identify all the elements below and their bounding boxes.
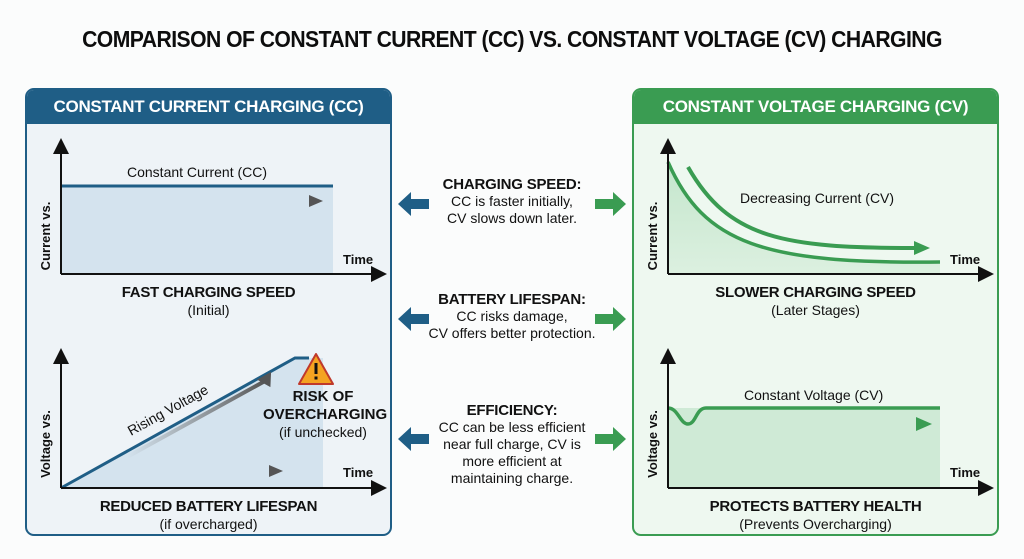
comparison-line: CC risks damage, xyxy=(456,308,568,324)
cv-voltage-curve-label: Constant Voltage (CV) xyxy=(744,387,883,403)
risk-of-overcharging: RISK OF OVERCHARGING (if unchecked) xyxy=(263,388,388,440)
cv-voltage-trend-arrowhead xyxy=(916,417,932,431)
cv-top-caption: SLOWER CHARGING SPEED (Later Stages) xyxy=(634,284,997,318)
cc-panel: CONSTANT CURRENT CHARGING (CC) Current v… xyxy=(25,88,392,536)
cv-voltage-y-label: Voltage vs. xyxy=(645,410,660,478)
cc-current-curve-label: Constant Current (CC) xyxy=(127,164,267,180)
arrow-right-icon xyxy=(595,427,626,451)
cc-voltage-time-arrowhead xyxy=(269,465,283,477)
comparison-line: CV slows down later. xyxy=(447,210,577,226)
cc-voltage-x-label: Time xyxy=(343,465,373,480)
arrow-right-icon xyxy=(595,307,626,331)
comparison-line: more efficient at xyxy=(462,453,562,469)
cv-bottom-caption: PROTECTS BATTERY HEALTH (Prevents Overch… xyxy=(634,498,997,532)
cv-voltage-chart: Voltage vs. Time Constant Voltage (CV) xyxy=(645,348,994,496)
cv-current-x-label: Time xyxy=(950,252,980,267)
comparison-efficiency: EFFICIENCY: CC can be less efficient nea… xyxy=(392,402,632,487)
cv-panel-header: CONSTANT VOLTAGE CHARGING (CV) xyxy=(634,90,997,124)
risk-heading-2: OVERCHARGING xyxy=(263,406,388,423)
comparison-heading: EFFICIENCY: xyxy=(466,402,558,419)
page-title: COMPARISON OF CONSTANT CURRENT (CC) VS. … xyxy=(82,26,942,52)
comparison-line: CC can be less efficient xyxy=(438,419,586,435)
cv-current-trend-arrow xyxy=(686,166,917,250)
cc-bottom-caption-sub: (if overcharged) xyxy=(159,516,258,532)
comparison-heading: CHARGING SPEED: xyxy=(442,176,582,193)
cv-current-chart: Current vs. Time Decreasing Current (CV) xyxy=(645,138,994,282)
comparison-line: CC is faster initially, xyxy=(451,193,573,209)
cv-charts: Current vs. Time Decreasing Current (CV)… xyxy=(645,138,994,496)
arrow-left-icon xyxy=(398,192,429,216)
cc-panel-header: CONSTANT CURRENT CHARGING (CC) xyxy=(27,90,390,124)
cv-bottom-caption-heading: PROTECTS BATTERY HEALTH xyxy=(709,498,922,515)
cc-voltage-line xyxy=(60,356,309,490)
cv-current-curve-label: Decreasing Current (CV) xyxy=(740,190,894,206)
cc-bottom-caption: REDUCED BATTERY LIFESPAN (if overcharged… xyxy=(27,498,390,532)
cv-current-trend-arrowhead xyxy=(914,241,930,255)
cv-panel: CONSTANT VOLTAGE CHARGING (CV) Current v… xyxy=(632,88,999,536)
cv-current-area xyxy=(668,162,940,274)
cv-top-caption-heading: SLOWER CHARGING SPEED xyxy=(715,284,916,301)
cc-voltage-rise-arrowhead xyxy=(257,371,272,388)
comparison-battery-lifespan: BATTERY LIFESPAN: CC risks damage, CV of… xyxy=(392,291,632,342)
cc-current-chart: Current vs. Time Constant Current (CC) xyxy=(38,138,387,282)
cv-voltage-line xyxy=(667,406,940,426)
cv-bottom-caption-sub: (Prevents Overcharging) xyxy=(739,516,892,532)
cv-current-y-label: Current vs. xyxy=(645,202,660,271)
cc-voltage-y-label: Voltage vs. xyxy=(38,410,53,478)
comparison-charging-speed: CHARGING SPEED: CC is faster initially, … xyxy=(392,176,632,227)
cv-voltage-x-label: Time xyxy=(950,465,980,480)
comparison-line: maintaining charge. xyxy=(450,470,574,486)
risk-heading-1: RISK OF xyxy=(292,388,354,405)
warning-icon xyxy=(298,353,334,385)
arrow-left-icon xyxy=(398,427,429,451)
arrow-right-icon xyxy=(595,192,626,216)
cc-bottom-caption-heading: REDUCED BATTERY LIFESPAN xyxy=(99,498,318,515)
cv-voltage-area xyxy=(668,408,940,488)
cc-charts: Current vs. Time Constant Current (CC) V… xyxy=(38,138,387,496)
arrow-left-icon xyxy=(398,307,429,331)
cc-top-caption-heading: FAST CHARGING SPEED xyxy=(121,284,296,301)
risk-sub: (if unchecked) xyxy=(279,424,367,440)
cc-current-x-label: Time xyxy=(343,252,373,267)
cc-current-y-label: Current vs. xyxy=(38,202,53,271)
cc-current-trend-arrowhead xyxy=(309,195,323,207)
cc-top-caption-sub: (Initial) xyxy=(187,302,230,318)
cc-top-caption: FAST CHARGING SPEED (Initial) xyxy=(27,284,390,318)
cc-voltage-chart: Voltage vs. Time Rising Voltage xyxy=(38,348,387,496)
comparison-line: CV offers better protection. xyxy=(428,325,596,341)
comparison-line: near full charge, CV is xyxy=(443,436,581,452)
cv-top-caption-sub: (Later Stages) xyxy=(771,302,860,318)
cc-voltage-rise-arrow xyxy=(126,379,266,459)
cv-current-line xyxy=(666,161,941,264)
comparison-heading: BATTERY LIFESPAN: xyxy=(438,291,586,308)
